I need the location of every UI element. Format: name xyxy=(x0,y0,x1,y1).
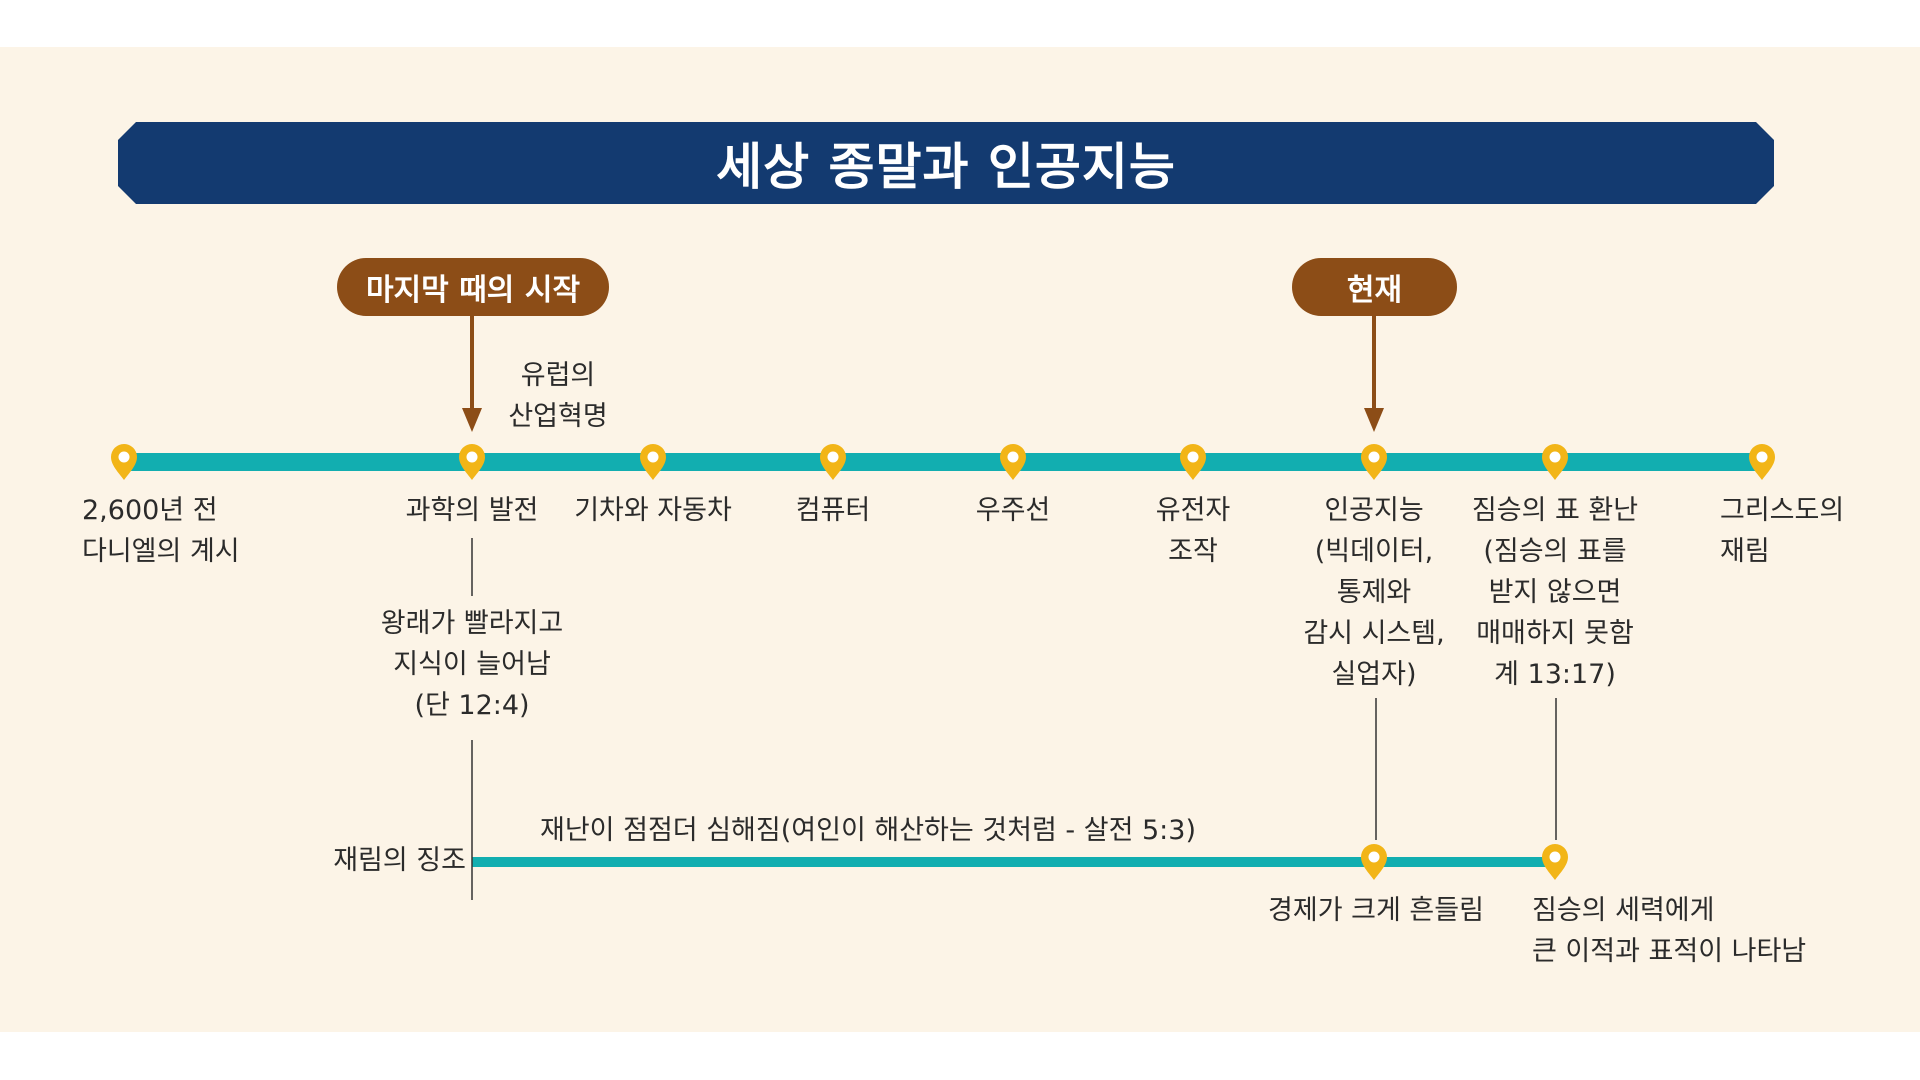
arrowhead-end-times-start xyxy=(462,408,482,432)
sub-marker-1 xyxy=(1542,844,1568,880)
event-label-5: 유전자 조작 xyxy=(1155,495,1231,567)
page-title: 세상 종말과 인공지능 xyxy=(716,138,1176,196)
sub-timeline-caption: 재난이 점점더 심해짐(여인이 해산하는 것처럼 - 살전 5:3) xyxy=(540,815,1196,846)
marker-1 xyxy=(459,444,485,480)
sub-event-label-1: 짐승의 세력에게 큰 이적과 표적이 나타남 xyxy=(1532,895,1807,967)
event-label-8: 그리스도의 재림 xyxy=(1720,495,1845,567)
event-label-7: 짐승의 표 환난 (짐승의 표를 받지 않으면 매매하지 못함 계 13:17) xyxy=(1471,495,1639,690)
industrial-revolution-label: 유럽의 산업혁명 xyxy=(508,360,608,432)
sub-marker-0 xyxy=(1361,844,1387,880)
marker-2 xyxy=(640,444,666,480)
marker-3 xyxy=(820,444,846,480)
badge-end-times-start: 마지막 때의 시작 xyxy=(337,258,609,316)
sub-event-label-0: 경제가 크게 흔들림 xyxy=(1268,895,1484,926)
sub-timeline-label: 재림의 징조 xyxy=(333,845,466,876)
event-label-0: 2,600년 전 다니엘의 계시 xyxy=(82,495,240,567)
background-panel xyxy=(0,47,1920,1032)
marker-6 xyxy=(1361,444,1387,480)
badge-present: 현재 xyxy=(1292,258,1457,316)
science-note: 왕래가 빨라지고 지식이 늘어남 (단 12:4) xyxy=(380,608,564,721)
marker-7 xyxy=(1542,444,1568,480)
title-banner: 세상 종말과 인공지능 xyxy=(118,122,1774,204)
event-label-1: 과학의 발전 xyxy=(405,495,539,526)
arrowhead-present xyxy=(1364,408,1384,432)
event-label-4: 우주선 xyxy=(975,495,1051,526)
event-label-6: 인공지능 (빅데이터, 통제와 감시 시스템, 실업자) xyxy=(1303,495,1445,690)
marker-0 xyxy=(111,444,137,480)
marker-8 xyxy=(1749,444,1775,480)
marker-4 xyxy=(1000,444,1026,480)
event-label-3: 컴퓨터 xyxy=(795,495,871,526)
event-label-2: 기차와 자동차 xyxy=(574,495,732,526)
marker-5 xyxy=(1180,444,1206,480)
